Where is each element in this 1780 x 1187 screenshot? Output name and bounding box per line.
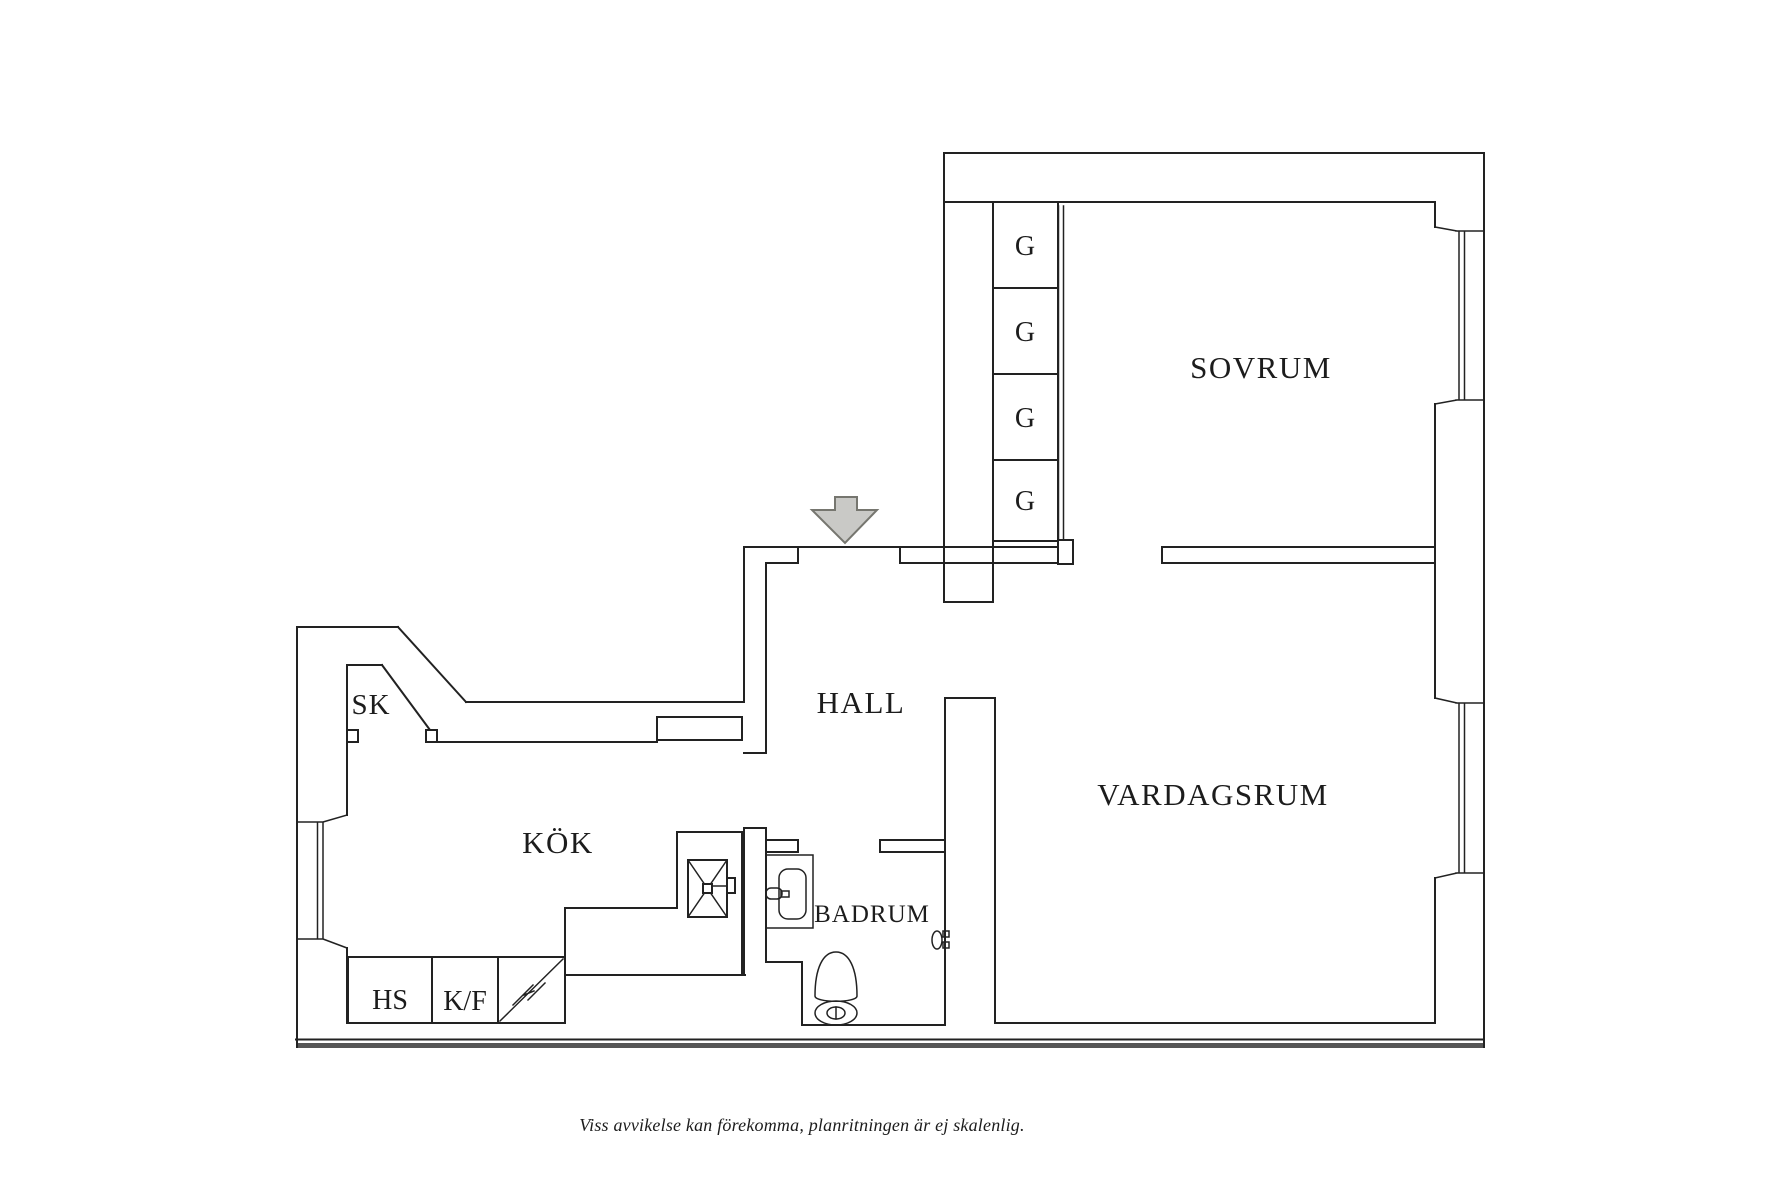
washbasin-faucet-spout [780, 890, 790, 898]
bathroom-fixtures [765, 854, 950, 1026]
shower-mixer [726, 877, 736, 894]
knob-oval [931, 930, 943, 950]
disclaimer-caption: Viss avvikelse kan förekomma, planritnin… [579, 1115, 1024, 1135]
label-badrum: BADRUM [814, 901, 930, 928]
entry-arrow-icon [809, 496, 880, 545]
label-hall: HALL [817, 685, 906, 720]
window-icon [1434, 697, 1485, 879]
label-vardagsrum: VARDAGSRUM [1097, 777, 1329, 812]
door-knob-icon [931, 930, 950, 950]
shower-icon [686, 858, 736, 919]
label-wardrobe-g: G [1015, 403, 1035, 434]
fold-bench-icon [498, 957, 565, 1023]
window-icon [296, 814, 348, 949]
window-icon [1434, 226, 1485, 405]
label-wardrobe-g: G [1015, 317, 1035, 348]
window-sovrum-east [1434, 226, 1485, 405]
toilet-cistern [814, 1000, 858, 1026]
wardrobe-cabinets [992, 201, 1065, 542]
label-kf: K/F [443, 986, 487, 1017]
shower-drain [702, 883, 713, 894]
knob-plate-bottom [942, 941, 950, 949]
kitchen-appliances [347, 956, 566, 1024]
sk-door-jamb-right [425, 729, 438, 743]
toilet-icon [814, 951, 858, 1026]
label-wardrobe-g: G [1015, 231, 1035, 262]
wardrobe-box [992, 201, 1059, 289]
room-labels: SOVRUM VARDAGSRUM HALL KÖK BADRUM SK HS … [351, 231, 1332, 1017]
label-wardrobe-g: G [1015, 486, 1035, 517]
washbasin-icon [765, 854, 814, 929]
label-kok: KÖK [522, 825, 594, 860]
label-hs: HS [372, 985, 408, 1016]
washbasin-outline [765, 854, 814, 929]
window-kok-west [296, 814, 348, 949]
label-sovrum: SOVRUM [1190, 350, 1332, 385]
washbasin-faucet [765, 887, 783, 900]
south-wall-band [295, 1038, 1485, 1048]
knob-plate-top [942, 930, 950, 938]
wardrobe-end-wall [1057, 539, 1074, 565]
washbasin-bowl [778, 868, 807, 920]
kitchen-vent-box [656, 716, 743, 741]
walls [296, 152, 1485, 1048]
label-sk: SK [351, 689, 390, 721]
hs-cabinet [347, 956, 433, 1024]
sliding-door-track-icon [1057, 205, 1065, 541]
wardrobe-box [992, 459, 1059, 542]
sk-door-jamb-left [346, 729, 359, 743]
window-vardagsrum-east [1434, 697, 1485, 879]
wardrobe-box [992, 287, 1059, 375]
fridge-freezer-cabinet [431, 956, 499, 1024]
